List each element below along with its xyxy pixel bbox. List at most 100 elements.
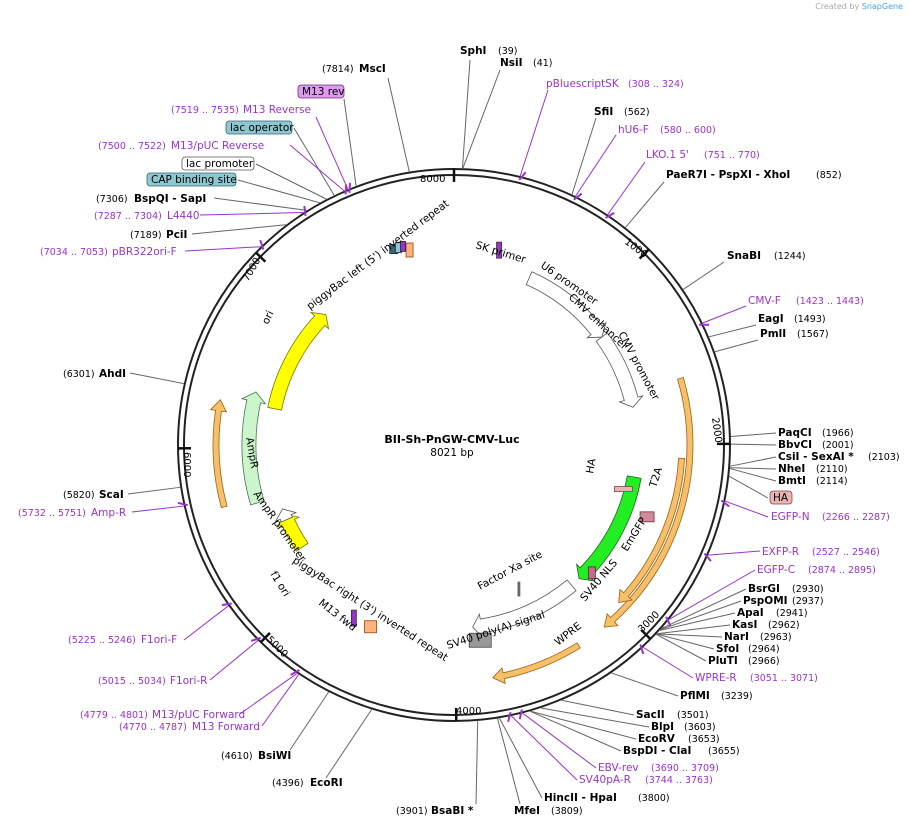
site-position: (3603) [684, 722, 716, 733]
site-label: AhdI [99, 368, 126, 380]
site-label: SfiI [594, 106, 613, 118]
primer-label: pBR322ori-F [112, 246, 177, 258]
leader-line [289, 691, 330, 751]
feature-label: ori [260, 309, 277, 326]
site-label: SnaBI [727, 250, 761, 262]
sv40-nls-marker [587, 566, 596, 580]
feature-label: SV40 poly(A) signal [445, 609, 546, 652]
site-label: BlpI [651, 721, 674, 733]
site-label: SphI [460, 45, 486, 57]
leader-line [708, 324, 757, 338]
site-position: (852) [816, 170, 842, 181]
leader-line [255, 163, 327, 200]
site-label: MscI [359, 63, 386, 75]
primer-tick [703, 552, 712, 562]
primer-position: (308 .. 324) [628, 79, 684, 90]
leader-line [561, 699, 635, 716]
site-position: (3901) [396, 806, 428, 817]
feature-label: AmpR [243, 436, 260, 469]
site-position: (2114) [816, 476, 848, 487]
feature-label: Factor Xa site [476, 549, 545, 593]
site-position: (5820) [63, 490, 95, 501]
site-label: EagI [758, 313, 784, 325]
site-position: (3501) [677, 710, 709, 721]
leader-line [213, 197, 307, 211]
leader-line [571, 117, 597, 195]
leader-line [659, 612, 736, 631]
site-position: (1567) [797, 329, 829, 340]
primer-tick [720, 499, 730, 508]
tick-marks [178, 169, 731, 722]
m13-marker [400, 241, 406, 252]
site-label: BsiWI [258, 750, 291, 762]
feature-arrows [177, 171, 730, 723]
site-position: (4396) [272, 778, 304, 789]
boxed-labels: M13 rev lac operator lac promoter CAP bi… [146, 84, 793, 505]
site-label: SacII [636, 709, 665, 721]
leader-line [209, 640, 259, 681]
snapgene-logo: SnapGene [861, 2, 903, 11]
leader-line [499, 718, 543, 799]
site-label: BsrGI [748, 583, 780, 595]
primer-label: M13/pUC Reverse [171, 140, 264, 152]
leader-line [702, 305, 747, 324]
site-label: NsiI [500, 57, 523, 69]
leader-line [131, 505, 184, 513]
site-label: MfeI [514, 805, 540, 817]
tick-label-7000: 7000 [241, 256, 263, 284]
primer-tick [259, 239, 265, 250]
snapgene-credit: Created by SnapGene [815, 2, 903, 11]
leader-line [475, 720, 479, 805]
ha-marker [613, 486, 633, 492]
box-label: M13 rev [302, 86, 345, 98]
site-position: (6301) [63, 369, 95, 380]
site-position: (562) [624, 107, 650, 118]
primer-tick [348, 182, 352, 193]
leader-line [511, 715, 578, 781]
primer-tick [604, 212, 615, 219]
primer-label: pBluescriptSK [546, 78, 620, 90]
box-cap-binding-site [146, 172, 237, 187]
primer-position: (1423 .. 1443) [796, 296, 864, 307]
t2a-marker [639, 511, 655, 523]
site-position: (3809) [551, 806, 583, 817]
leader-line [387, 77, 410, 172]
m13-fwd-marker [350, 609, 357, 627]
credit-prefix: Created by [815, 2, 860, 11]
leader-line [497, 718, 521, 805]
primer-label: F1ori-F [141, 634, 177, 646]
leader-line [519, 89, 549, 177]
primer-position: (751 .. 770) [704, 150, 760, 161]
plasmid-size: 8021 bp [430, 447, 474, 459]
site-label: EcoRV [638, 733, 676, 745]
primer-label: EGFP-N [771, 511, 810, 523]
site-label: NheI [778, 463, 805, 475]
primer-position: (580 .. 600) [660, 125, 716, 136]
site-position: (1493) [794, 314, 826, 325]
box-label: lac operator [230, 122, 294, 134]
primer-tick [573, 192, 583, 201]
primer-tick [507, 711, 512, 723]
leader-line [656, 624, 731, 635]
primer-tick [221, 602, 232, 607]
site-label: PluTI [708, 655, 738, 667]
feature-label: WPRE [552, 620, 584, 648]
leader-line [661, 588, 747, 630]
site-position: (3655) [708, 746, 740, 757]
feature-label: f1 ori [267, 569, 292, 599]
primer-position: (5225 .. 5246) [68, 635, 136, 646]
leader-line [730, 456, 777, 467]
primer-label: EGFP-C [757, 564, 795, 576]
primer-label: hU6-F [618, 124, 649, 136]
sv40-polya-marker [468, 632, 492, 648]
site-position: (2962) [768, 620, 800, 631]
site-label: BspDI - ClaI [623, 745, 691, 757]
piggybac-right-marker [364, 620, 377, 634]
primer-tick [290, 669, 300, 676]
site-position: (41) [533, 58, 553, 69]
leader-line [529, 710, 622, 752]
site-label: PaeR7I - PspXI - XhoI [666, 169, 790, 181]
leader-line [127, 486, 181, 495]
primer-label: Amp-R [91, 507, 126, 519]
emgfp-arrow [575, 475, 642, 582]
